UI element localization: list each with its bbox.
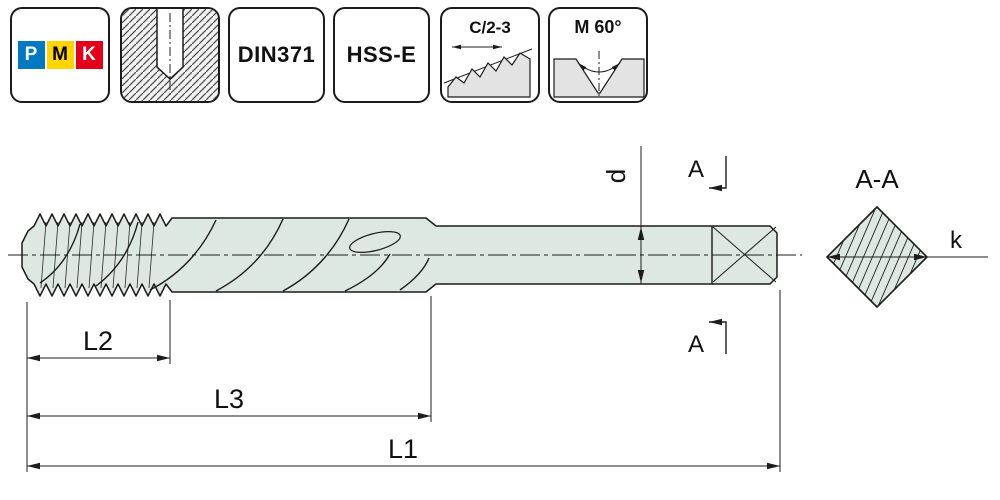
dimension-l2: L2 (27, 326, 170, 362)
section-cut-marks: A A (688, 156, 727, 358)
material-badge: HSS-E (333, 7, 430, 103)
chamfer-badge: C/2-3 (440, 7, 540, 103)
material-label: HSS-E (346, 42, 417, 67)
dimension-k: k (827, 227, 988, 261)
dimension-d: d (601, 146, 645, 284)
blind-hole-badge (120, 7, 220, 103)
blind-hole-icon (122, 9, 218, 101)
pmk-letter-p: P (17, 41, 45, 69)
dimension-l1: L1 (27, 434, 780, 470)
thread-angle-label: M 60° (574, 17, 621, 37)
spiral-flutes (39, 218, 430, 292)
label-a-a: A-A (855, 164, 899, 194)
label-l3: L3 (214, 384, 244, 414)
label-a-bottom: A (688, 331, 704, 358)
flute-runout (349, 231, 401, 253)
din-standard-badge: DIN371 (228, 7, 325, 103)
label-k: k (950, 227, 963, 254)
label-d: d (601, 169, 631, 183)
thread-60deg-icon: M 60° (553, 17, 645, 99)
dimension-l3: L3 (27, 384, 431, 420)
thread-angle-badge: M 60° (548, 7, 648, 103)
pmk-letter-m: M (46, 41, 74, 69)
pmk-badge: P M K (10, 7, 110, 103)
label-l2: L2 (83, 326, 113, 356)
label-a-top: A (688, 156, 704, 183)
chamfer-label: C/2-3 (469, 18, 511, 37)
label-l1: L1 (388, 434, 418, 464)
chamfer-profile-icon: C/2-3 (443, 18, 533, 98)
din-standard-label: DIN371 (237, 42, 316, 67)
length-dimensions: L2 L3 L1 (26, 290, 781, 472)
section-view-a-a: A-A k (826, 164, 988, 308)
pmk-letter-k: K (75, 41, 103, 69)
